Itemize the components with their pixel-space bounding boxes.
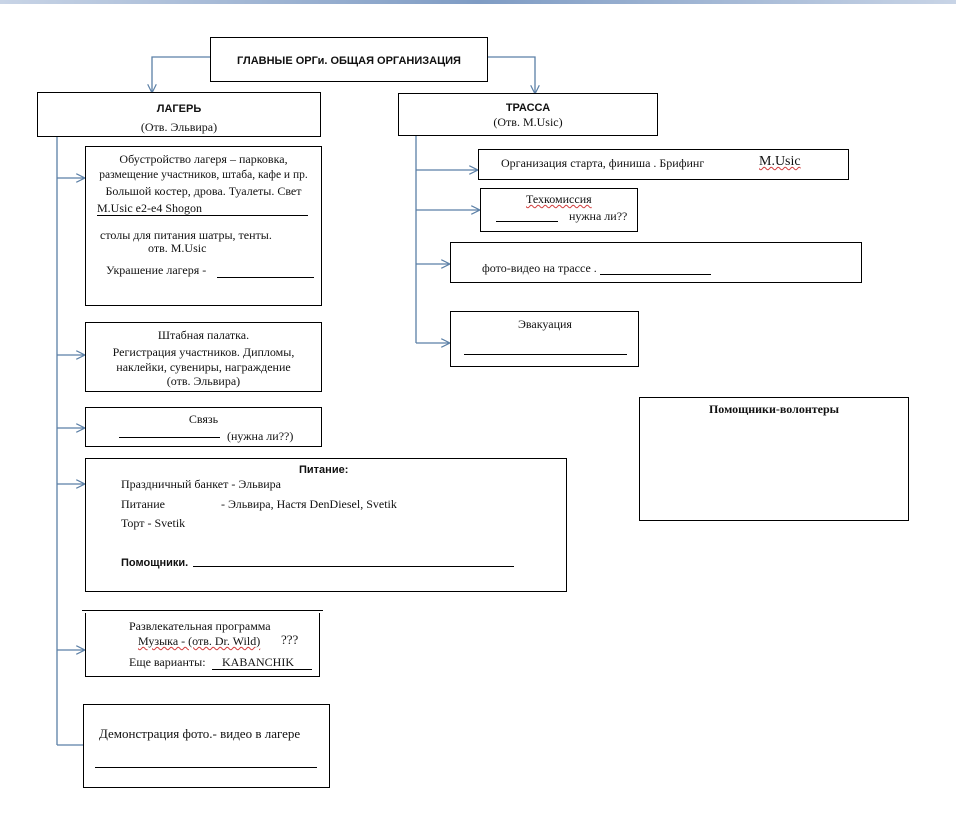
setup-tables-resp: отв. M.Usic: [148, 241, 207, 255]
setup-decor-blank: [217, 277, 314, 278]
camp-title: ЛАГЕРЬ: [156, 103, 202, 115]
track-resp: (Отв. M.Usic): [493, 115, 563, 129]
comm-note: (нужна ли??): [227, 429, 294, 443]
top-accent-bar: [0, 0, 956, 4]
camp-setup-box: Обустройство лагеря – парковка, размещен…: [85, 146, 322, 306]
setup-line-4-underline: [97, 215, 308, 216]
food-meals-value: - Эльвира, Настя DenDiesel, Svetik: [221, 497, 397, 511]
food-helpers-blank: [193, 566, 514, 567]
comm-blank: [119, 437, 220, 438]
track-box: ТРАССА (Отв. M.Usic): [398, 93, 658, 136]
demo-box: Демонстрация фото.- видео в лагере: [83, 704, 330, 788]
track-start-text: Организация старта, финиша . Брифинг: [501, 156, 705, 170]
volunteers-box: Помощники-волонтеры: [639, 397, 909, 521]
track-photo-blank: [600, 274, 711, 275]
setup-decor: Украшение лагеря -: [106, 263, 207, 277]
hq-line-2: Регистрация участников. Дипломы,: [112, 345, 295, 359]
root-title: ГЛАВНЫЕ ОРГи. ОБЩАЯ ОРГАНИЗАЦИЯ: [237, 55, 461, 67]
demo-title: Демонстрация фото.- видео в лагере: [99, 726, 301, 741]
track-evac-box: Эвакуация: [450, 311, 639, 367]
setup-line-4: M.Usic e2-e4 Shogon: [97, 201, 202, 215]
track-tech-box: Техкомиссия нужна ли??: [480, 188, 638, 232]
root-box: ГЛАВНЫЕ ОРГи. ОБЩАЯ ОРГАНИЗАЦИЯ: [210, 37, 488, 82]
food-box: Питание: Праздничный банкет - Эльвира Пи…: [85, 458, 567, 592]
track-evac-blank: [464, 354, 627, 355]
setup-line-2: размещение участников, штаба, кафе и пр.: [99, 169, 308, 181]
track-start-resp: M.Usic: [759, 154, 801, 169]
fun-options-label: Еще варианты:: [129, 655, 206, 669]
track-tech-note: нужна ли??: [569, 209, 628, 223]
track-title: ТРАССА: [505, 102, 551, 114]
hq-line-1: Штабная палатка.: [157, 328, 250, 342]
fun-music-text: Музыка - (отв. Dr. Wild): [138, 634, 261, 648]
hq-line-4: (отв. Эльвира): [166, 374, 241, 388]
camp-resp: (Отв. Эльвира): [140, 120, 218, 134]
setup-tables: столы для питания шатры, тенты.: [100, 228, 272, 242]
food-cake: Торт - Svetik: [121, 516, 186, 530]
hq-line-3: наклейки, сувениры, награждение: [116, 360, 291, 374]
track-tech-blank: [496, 221, 558, 222]
food-banquet: Праздничный банкет - Эльвира: [121, 477, 281, 491]
track-photo-box: фото-видео на трассе .: [450, 242, 862, 283]
track-photo-text: фото-видео на трассе .: [482, 261, 597, 275]
fun-box: Развлекательная программа Музыка - (отв.…: [85, 613, 320, 677]
food-title: Питание:: [299, 464, 349, 476]
fun-options-value: KABANCHIK: [222, 655, 294, 669]
comm-title: Связь: [188, 412, 219, 426]
comm-box: Связь (нужна ли??): [85, 407, 322, 447]
fun-options-underline: [212, 669, 312, 670]
track-tech-title: Техкомиссия: [526, 192, 592, 206]
camp-box: ЛАГЕРЬ (Отв. Эльвира): [37, 92, 321, 137]
fun-music-q: ???: [281, 632, 299, 647]
fun-music: Музыка - (отв. Dr. Wild): [138, 634, 260, 648]
track-evac-title: Эвакуация: [518, 317, 572, 331]
food-helpers: Помощники.: [121, 557, 189, 569]
demo-blank: [95, 767, 317, 768]
setup-line-1: Обустройство лагеря – парковка,: [119, 152, 288, 166]
track-start-box: Организация старта, финиша . Брифинг M.U…: [478, 149, 849, 180]
setup-line-3: Большой костер, дрова. Туалеты. Свет: [105, 184, 302, 198]
volunteers-title: Помощники-волонтеры: [708, 402, 840, 416]
fun-top-rule: [82, 610, 323, 611]
fun-title: Развлекательная программа: [129, 619, 271, 633]
hq-box: Штабная палатка. Регистрация участников.…: [85, 322, 322, 392]
food-meals-label: Питание: [121, 497, 165, 511]
